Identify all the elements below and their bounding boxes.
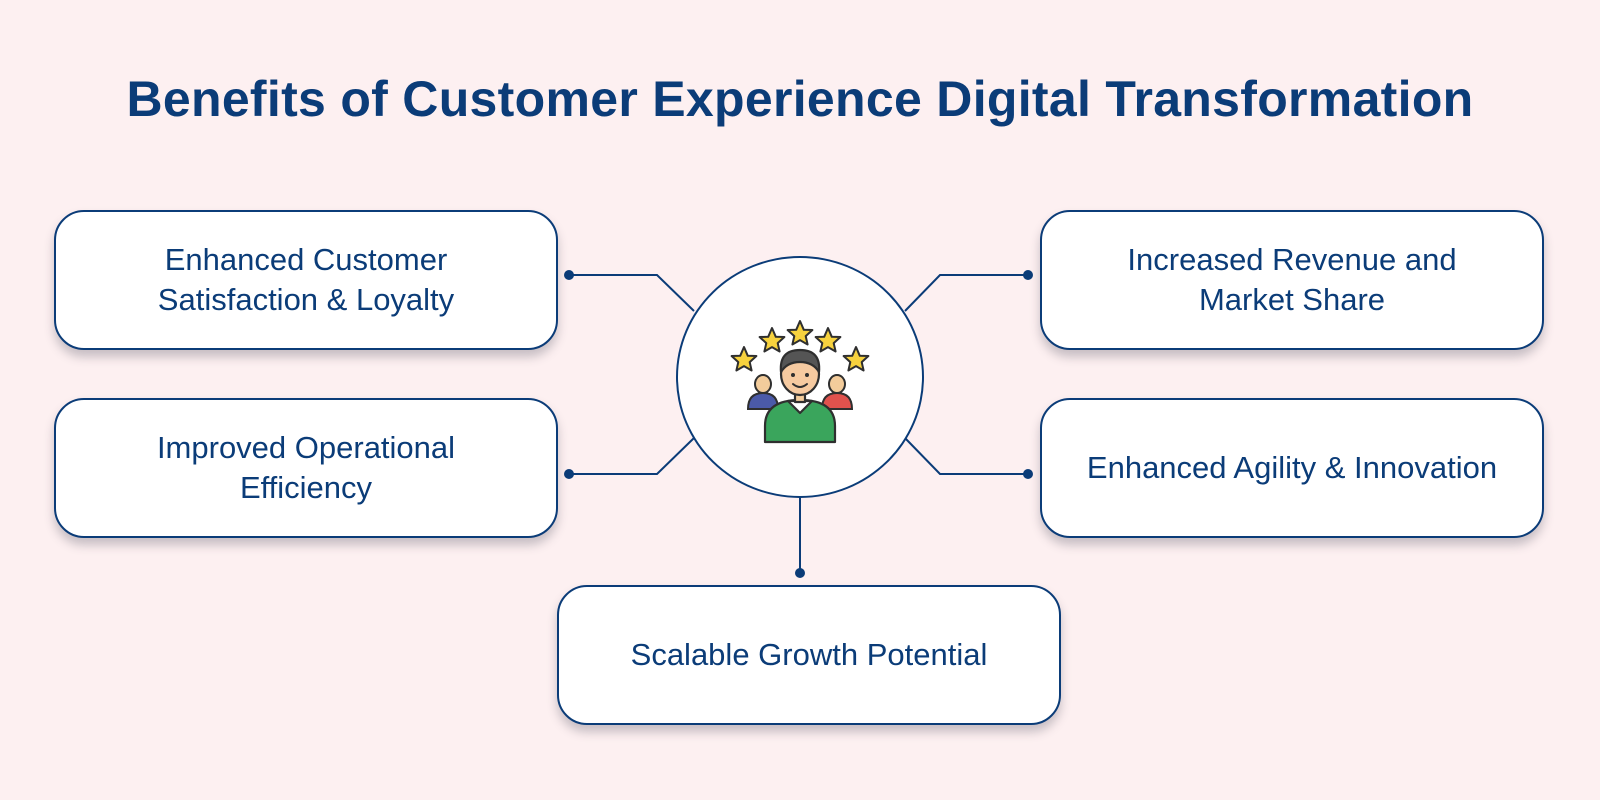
star-icon [814,327,842,353]
connector-dot-mid-right [1023,469,1033,479]
benefit-label: Scalable Growth Potential [630,637,988,672]
connector-mid-left [569,437,695,475]
benefit-label: Increased Revenue and Market Share [1127,242,1457,317]
star-icon [842,346,870,372]
center-hub [676,256,924,498]
star-icon [786,320,814,346]
connector-mid-right [904,437,1028,475]
customer-rating-icon [730,320,870,444]
benefit-card-scalable-growth: Scalable Growth Potential [557,585,1061,725]
benefit-label: Improved Operational Efficiency [156,430,456,505]
connector-top-right [904,274,1028,312]
connector-dot-mid-left [564,469,574,479]
benefit-label: Enhanced Agility & Innovation [1086,450,1498,485]
benefit-card-customer-satisfaction: Enhanced Customer Satisfaction & Loyalty [54,210,558,350]
page-title: Benefits of Customer Experience Digital … [126,71,1474,127]
benefit-label: Enhanced Customer Satisfaction & Loyalty [157,242,455,317]
star-icon [758,327,786,353]
connector-top-left [569,274,695,312]
benefit-card-revenue-market-share: Increased Revenue and Market Share [1040,210,1544,350]
connector-dot-top-right [1023,270,1033,280]
star-icon [730,346,758,372]
connector-dot-bottom [795,568,805,578]
benefit-card-operational-efficiency: Improved Operational Efficiency [54,398,558,538]
connector-dot-top-left [564,270,574,280]
benefit-card-agility-innovation: Enhanced Agility & Innovation [1040,398,1544,538]
